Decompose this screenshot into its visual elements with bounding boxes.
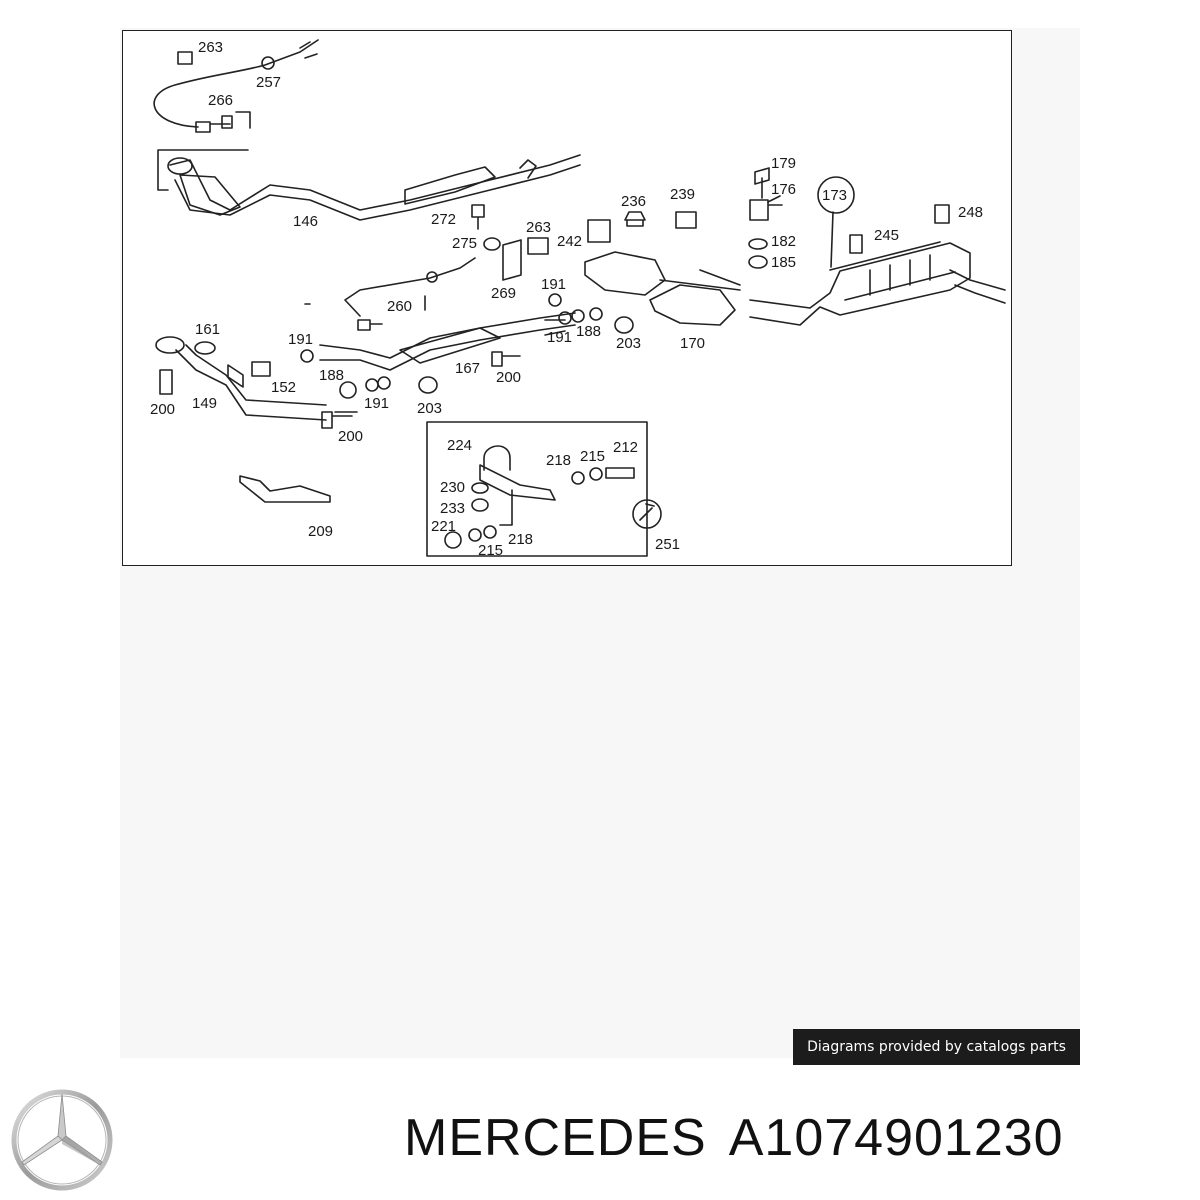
callout-260: 260 (387, 298, 412, 315)
callout-200-c: 200 (338, 428, 363, 445)
callout-266: 266 (208, 92, 233, 109)
callout-167: 167 (455, 360, 480, 377)
callout-248: 248 (958, 204, 983, 221)
rear-silencer-173 (748, 167, 1006, 326)
small-fittings (471, 204, 697, 281)
callout-203-b: 203 (417, 400, 442, 417)
callout-212: 212 (613, 439, 638, 456)
callout-146: 146 (293, 213, 318, 230)
intermediate-pipe-167 (319, 312, 576, 371)
callout-188-b: 188 (319, 367, 344, 384)
gaskets-and-nuts (194, 293, 634, 429)
callout-200-b: 200 (150, 401, 175, 418)
oxygen-sensor-cable-lower (344, 257, 476, 331)
callout-251: 251 (655, 536, 680, 553)
brand-name: MERCEDES (404, 1109, 707, 1167)
leader-lines (304, 195, 781, 413)
callout-233: 233 (440, 500, 465, 517)
callout-149: 149 (192, 395, 217, 412)
callout-275: 275 (452, 235, 477, 252)
callout-263-b: 263 (526, 219, 551, 236)
front-pipe-149 (155, 336, 327, 421)
callout-215-b: 215 (478, 542, 503, 559)
callout-161: 161 (195, 321, 220, 338)
part-number: A1074901230 (728, 1109, 1064, 1167)
callout-182: 182 (771, 233, 796, 250)
callout-191-b: 191 (547, 329, 572, 346)
callout-257: 257 (256, 74, 281, 91)
callout-179: 179 (771, 155, 796, 172)
callout-272: 272 (431, 211, 456, 228)
callout-221: 221 (431, 518, 456, 535)
callout-191-d: 191 (364, 395, 389, 412)
callout-191-c: 191 (288, 331, 313, 348)
front-pipe-146 (157, 149, 581, 221)
callout-labels: 263 257 266 146 272 275 263 242 236 239 … (150, 39, 983, 559)
callout-215-a: 215 (580, 448, 605, 465)
diagram-credit-badge: Diagrams provided by catalogs parts (793, 1029, 1080, 1065)
callout-170: 170 (680, 335, 705, 352)
callout-203-a: 203 (616, 335, 641, 352)
callout-188-a: 188 (576, 323, 601, 340)
callout-236: 236 (621, 193, 646, 210)
callout-200-a: 200 (496, 369, 521, 386)
middle-silencer-170 (584, 251, 741, 326)
oxygen-sensor-cable-top (153, 39, 319, 133)
callout-185: 185 (771, 254, 796, 271)
callout-209: 209 (308, 523, 333, 540)
callout-176: 176 (771, 181, 796, 198)
callout-263: 263 (198, 39, 223, 56)
callout-269: 269 (491, 285, 516, 302)
callout-191-a: 191 (541, 276, 566, 293)
callout-245: 245 (874, 227, 899, 244)
callout-173: 173 (822, 187, 847, 204)
callout-230: 230 (440, 479, 465, 496)
bracket-209 (239, 475, 331, 503)
callout-152: 152 (271, 379, 296, 396)
callout-239: 239 (670, 186, 695, 203)
exhaust-system-diagram: 263 257 266 146 272 275 263 242 236 239 … (150, 39, 1006, 559)
diagram-frame (122, 30, 1012, 566)
part-title: MERCEDES A1074901230 (404, 1108, 1194, 1168)
callout-224: 224 (447, 437, 472, 454)
clamp-kit-inset (426, 421, 662, 557)
callout-242: 242 (557, 233, 582, 250)
mercedes-star-icon (11, 1089, 113, 1191)
callout-218-a: 218 (546, 452, 571, 469)
callout-218-b: 218 (508, 531, 533, 548)
